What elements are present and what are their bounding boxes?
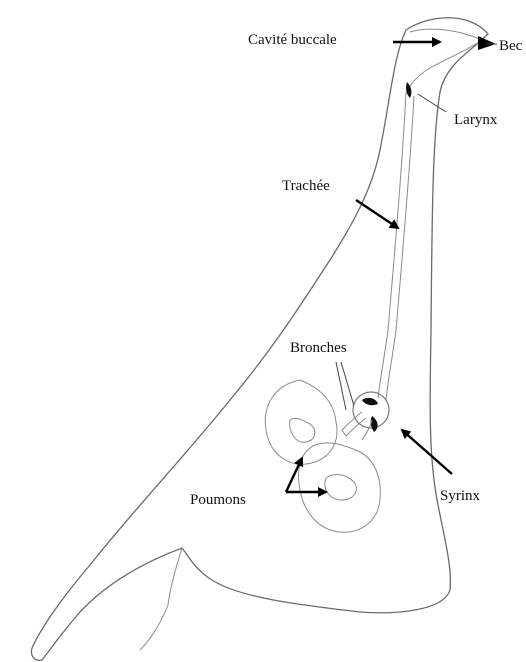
lung-upper-inner — [290, 418, 315, 442]
lung-upper — [265, 380, 337, 464]
label-trachee: Trachée — [282, 178, 330, 194]
leader-bronches-a — [336, 362, 346, 410]
bird-body-outline — [31, 18, 488, 661]
lung-lower — [299, 443, 381, 532]
arrow-syrinx — [402, 430, 452, 474]
trachea-right-wall — [386, 96, 414, 400]
label-syrinx: Syrinx — [440, 488, 481, 504]
leader-larynx — [418, 94, 446, 112]
mouth-cavity-line — [408, 29, 482, 90]
label-poumons: Poumons — [190, 492, 246, 508]
label-bronches: Bronches — [290, 340, 347, 356]
label-bec: Bec — [499, 38, 523, 54]
syrinx-mark-lower — [371, 416, 378, 432]
label-cavite-buccale: Cavité buccale — [248, 32, 337, 48]
larynx-mark — [406, 82, 411, 98]
lung-lower-inner — [325, 475, 356, 500]
leader-bronches-b — [341, 362, 354, 406]
syrinx-mark-upper — [362, 398, 378, 405]
beak-shape — [478, 36, 496, 50]
label-larynx: Larynx — [454, 112, 498, 128]
arrow-trachee — [356, 200, 398, 228]
bronchus-right — [362, 420, 372, 440]
